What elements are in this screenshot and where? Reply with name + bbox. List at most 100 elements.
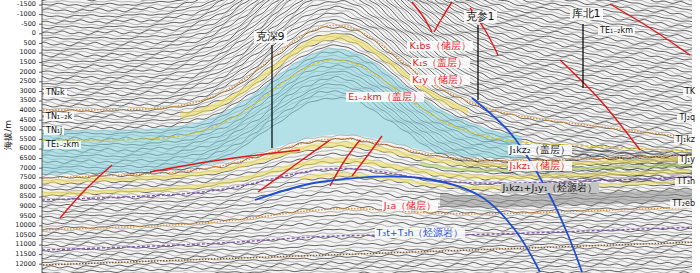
axis-tick: 7000 <box>17 165 38 172</box>
fault-line <box>560 60 640 150</box>
seismic-reflector <box>42 269 692 273</box>
well-name: 克深9 <box>254 31 287 43</box>
axis-tick: 3500 <box>17 97 38 104</box>
axis-tick-mark <box>39 120 42 121</box>
seismic-panel <box>42 0 692 273</box>
axis-tick: 500 <box>22 40 38 47</box>
axis-tick: 6500 <box>17 155 38 162</box>
axis-tick-mark <box>39 139 42 140</box>
axis-tick-mark <box>39 177 42 178</box>
seismic-reflector <box>42 0 692 22</box>
fault-line <box>60 165 112 218</box>
horizon-label: TJ₁kz <box>674 136 697 145</box>
layer-label: J₁a（储层） <box>382 201 438 211</box>
axis-tick: 0 <box>30 30 38 37</box>
horizon-label: TT₂eb <box>670 200 697 209</box>
axis-title: 海拔/m <box>4 118 14 152</box>
axis-tick-mark <box>39 206 42 207</box>
seismic-reflector <box>42 262 692 273</box>
horizon-label: TK <box>683 88 697 97</box>
axis-tick: 6000 <box>17 145 38 152</box>
fault-line <box>412 2 432 32</box>
axis-tick: 11500 <box>13 251 38 258</box>
layer-label: T₃t+T₃h（烃源岩） <box>375 228 466 238</box>
fault-line <box>352 136 382 176</box>
axis-tick-mark <box>39 14 42 15</box>
axis-tick-mark <box>39 129 42 130</box>
axis-tick: 2500 <box>17 78 38 85</box>
axis-tick: 9000 <box>17 203 38 210</box>
axis-tick: 8500 <box>17 193 38 200</box>
axis-tick-mark <box>39 225 42 226</box>
horizon-label: TN₂k <box>44 89 67 98</box>
horizon-label: TT₃h <box>675 178 697 187</box>
seismic-reflector <box>42 210 692 235</box>
horizon-line <box>42 25 692 138</box>
axis-tick-mark <box>39 158 42 159</box>
axis-tick: -500 <box>19 21 38 28</box>
axis-tick-mark <box>39 81 42 82</box>
seismic-reflector <box>42 225 692 250</box>
seismic-reflector <box>42 0 692 109</box>
fault-line <box>150 150 300 172</box>
fault-line <box>258 140 330 192</box>
axis-tick-mark <box>39 91 42 92</box>
seismic-reflector <box>42 272 692 273</box>
axis-tick-mark <box>39 101 42 102</box>
well-trace <box>477 25 478 100</box>
axis-tick-mark <box>39 72 42 73</box>
well-trace <box>582 24 583 88</box>
layer-label: J₁kz₂（盖层） <box>508 145 573 155</box>
axis-tick-mark <box>39 187 42 188</box>
axis-tick: 1000 <box>17 49 38 56</box>
well-name: 库北1 <box>570 8 603 20</box>
horizon-line <box>42 242 692 265</box>
axis-tick: 8000 <box>17 184 38 191</box>
seismic-reflector <box>42 213 692 238</box>
layer-label: K₁bs（储层） <box>407 41 472 51</box>
axis-tick: 12000 <box>13 261 38 268</box>
horizon-line <box>42 60 692 152</box>
axis-tick-mark <box>39 235 42 236</box>
axis-tick: 4500 <box>17 117 38 124</box>
seismic-reflector <box>42 184 692 213</box>
horizon-label: TJ₁y <box>678 156 697 165</box>
seismic-reflector <box>42 216 692 241</box>
horizon-line <box>42 139 692 178</box>
axis-tick: 9500 <box>17 213 38 220</box>
axis-tick: 5500 <box>17 136 38 143</box>
thrust-fault <box>255 176 540 272</box>
axis-tick-mark <box>39 168 42 169</box>
axis-tick: 3000 <box>17 88 38 95</box>
axis-tick: 10500 <box>13 232 38 239</box>
axis-line <box>42 0 43 273</box>
axis-tick-mark <box>39 264 42 265</box>
axis-tick-mark <box>39 110 42 111</box>
horizon-label: TE₁₋₂km <box>598 27 635 36</box>
layer-label: J₁kz₁+J₁y₁（烃源岩） <box>501 183 600 193</box>
axis-tick-mark <box>39 245 42 246</box>
axis-tick-mark <box>39 149 42 150</box>
horizon-label: TJ₂q <box>677 114 697 123</box>
axis-tick: -1000 <box>15 11 38 18</box>
strata-band <box>300 172 692 189</box>
axis-tick: 2000 <box>17 69 38 76</box>
horizon-line <box>42 227 692 250</box>
seismic-reflector <box>42 0 692 38</box>
well-name: 克参1 <box>464 11 497 23</box>
axis-tick-mark <box>39 53 42 54</box>
axis-tick-mark <box>39 62 42 63</box>
axis-tick: 1500 <box>17 59 38 66</box>
axis-tick-mark <box>39 5 42 6</box>
axis-tick-mark <box>39 43 42 44</box>
axis-tick-mark <box>39 216 42 217</box>
well-trace <box>271 45 272 148</box>
layer-label: K₁y（储层） <box>410 75 470 85</box>
axis-tick-mark <box>39 197 42 198</box>
horizon-line <box>42 168 692 200</box>
axis-tick: 11000 <box>13 241 38 248</box>
axis-tick-mark <box>39 33 42 34</box>
axis-tick: 10000 <box>13 222 38 229</box>
